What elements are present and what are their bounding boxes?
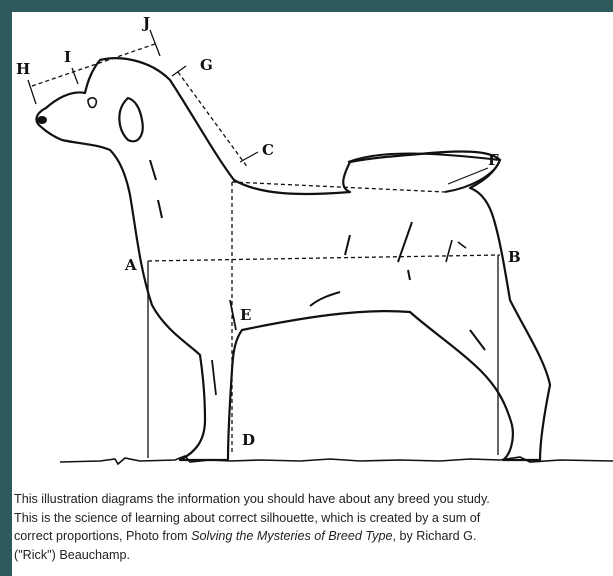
label-e: E — [240, 306, 251, 324]
label-d: D — [242, 431, 255, 449]
line-h-j — [32, 44, 155, 86]
j-tick — [150, 30, 160, 56]
label-a: A — [124, 256, 137, 274]
loin-stroke — [446, 240, 466, 262]
dog-outline — [36, 58, 550, 460]
caption-line-2: This is the science of learning about co… — [14, 509, 613, 528]
front-leg-stroke — [212, 360, 216, 395]
label-h: H — [16, 60, 30, 78]
caption-book-title: Solving the Mysteries of Breed Type — [191, 529, 392, 543]
chest-stroke — [158, 200, 162, 218]
caption-line-3-suffix: , by Richard G. — [392, 529, 476, 543]
line-g-neck — [178, 72, 248, 168]
caption-line-3: correct proportions, Photo from Solving … — [14, 527, 613, 546]
label-i: I — [64, 48, 71, 66]
g-tick — [172, 66, 186, 76]
belly-stroke — [310, 292, 340, 306]
rib-stroke-3 — [408, 270, 410, 280]
i-tick — [72, 68, 78, 84]
ear-shape — [119, 98, 142, 141]
hind-leg-stroke — [470, 330, 485, 350]
label-b: B — [508, 248, 521, 266]
label-g: G — [200, 56, 213, 74]
label-c: C — [262, 141, 274, 159]
nose-mark — [37, 116, 47, 124]
elbow-stroke — [230, 300, 236, 330]
label-f: F — [488, 151, 499, 169]
diagram-frame: A B C D E F G H I J This illustration di… — [12, 12, 613, 576]
caption-line-1: This illustration diagrams the informati… — [14, 490, 613, 509]
label-j: J — [141, 14, 150, 32]
caption-line-4: ("Rick") Beauchamp. — [14, 546, 613, 565]
caption-line-3-prefix: correct proportions, Photo from — [14, 529, 191, 543]
caption: This illustration diagrams the informati… — [14, 490, 613, 564]
rib-stroke-1 — [345, 235, 350, 255]
eye-mark — [88, 98, 96, 108]
line-c-pointer — [240, 152, 258, 162]
dog-silhouette-diagram: A B C D E F G H I J — [12, 12, 613, 482]
h-tick — [28, 80, 36, 104]
shoulder-stroke — [150, 160, 156, 180]
